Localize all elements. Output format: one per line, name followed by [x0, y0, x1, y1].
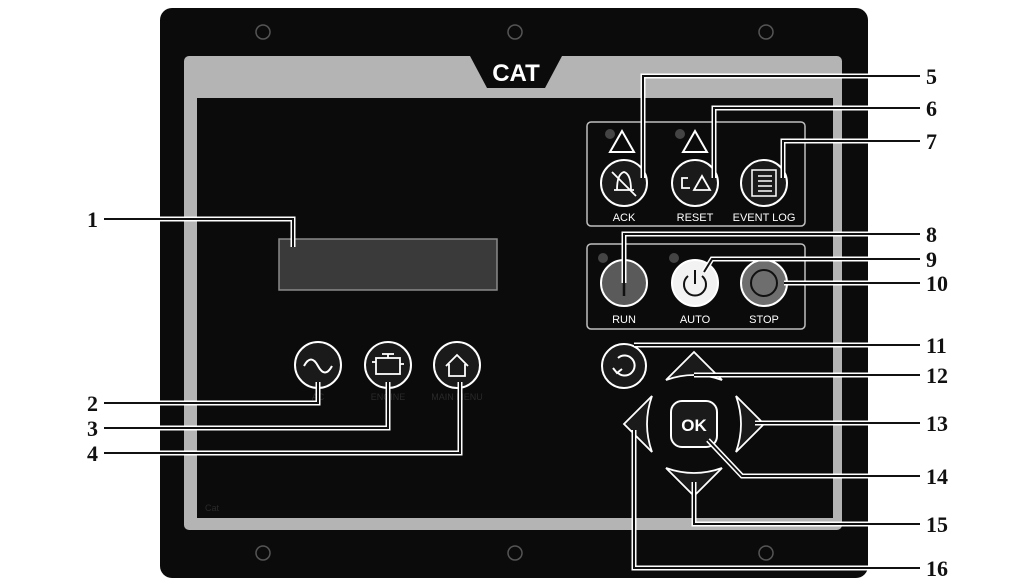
mounting-hole — [758, 24, 774, 40]
mounting-hole — [255, 24, 271, 40]
ok-button[interactable] — [670, 400, 718, 448]
main-menu-label: MAIN MENU — [431, 392, 483, 402]
callout-6: 6 — [926, 96, 937, 121]
callout-2: 2 — [87, 391, 98, 416]
callout-13: 13 — [926, 411, 948, 436]
callout-3: 3 — [87, 416, 98, 441]
mounting-hole — [507, 545, 523, 561]
callout-4: 4 — [87, 441, 98, 466]
ack-label: ACK — [613, 212, 636, 224]
run-label: RUN — [612, 314, 636, 326]
callout-7: 7 — [926, 129, 937, 154]
callout-5: 5 — [926, 64, 937, 89]
arrow-left-button[interactable] — [622, 395, 653, 453]
alarm-triangle-icon — [681, 128, 709, 153]
engine-icon — [372, 353, 404, 375]
alarm-triangle-icon — [608, 128, 636, 153]
stop-icon — [750, 269, 778, 297]
callout-10: 10 — [926, 271, 948, 296]
callout-14: 14 — [926, 464, 948, 489]
reset-led — [675, 129, 685, 139]
home-icon — [445, 353, 469, 377]
engine-overview-button[interactable] — [364, 341, 412, 389]
leader-lines — [104, 75, 920, 569]
callout-1: 1 — [87, 207, 98, 232]
callout-8: 8 — [926, 222, 937, 247]
inner-face — [197, 98, 833, 518]
silence-bell-icon — [611, 171, 637, 197]
arrow-right-button[interactable] — [735, 395, 766, 453]
mounting-hole — [758, 545, 774, 561]
engine-control-group — [586, 243, 806, 330]
cat-logo: CAT — [492, 60, 540, 87]
auto-led — [669, 253, 679, 263]
main-menu-button[interactable] — [433, 341, 481, 389]
alarm-control-group — [586, 121, 806, 227]
mounting-hole — [255, 545, 271, 561]
callout-16: 16 — [926, 556, 948, 581]
back-button[interactable] — [601, 343, 647, 389]
callout-12: 12 — [926, 363, 948, 388]
stop-button[interactable] — [740, 259, 788, 307]
stop-label: STOP — [749, 314, 779, 326]
reset-label: RESET — [677, 212, 714, 224]
ac-sine-icon — [303, 358, 333, 374]
callout-11: 11 — [926, 333, 947, 358]
reset-button[interactable] — [671, 159, 719, 207]
event-log-label: EVENT LOG — [733, 212, 796, 224]
run-led — [598, 253, 608, 263]
lcd-display — [278, 238, 498, 291]
event-log-icon — [751, 169, 777, 197]
display-brand-label: Cat — [205, 503, 220, 513]
power-icon — [683, 270, 707, 297]
reset-icon — [681, 174, 712, 191]
callout-15: 15 — [926, 512, 948, 537]
logo-tab — [470, 56, 562, 88]
back-icon — [612, 354, 636, 377]
ack-led — [605, 129, 615, 139]
mounting-hole — [507, 24, 523, 40]
callout-9: 9 — [926, 247, 937, 272]
auto-label: AUTO — [680, 314, 711, 326]
event-log-button[interactable] — [740, 159, 788, 207]
ok-label: OK — [681, 416, 707, 435]
